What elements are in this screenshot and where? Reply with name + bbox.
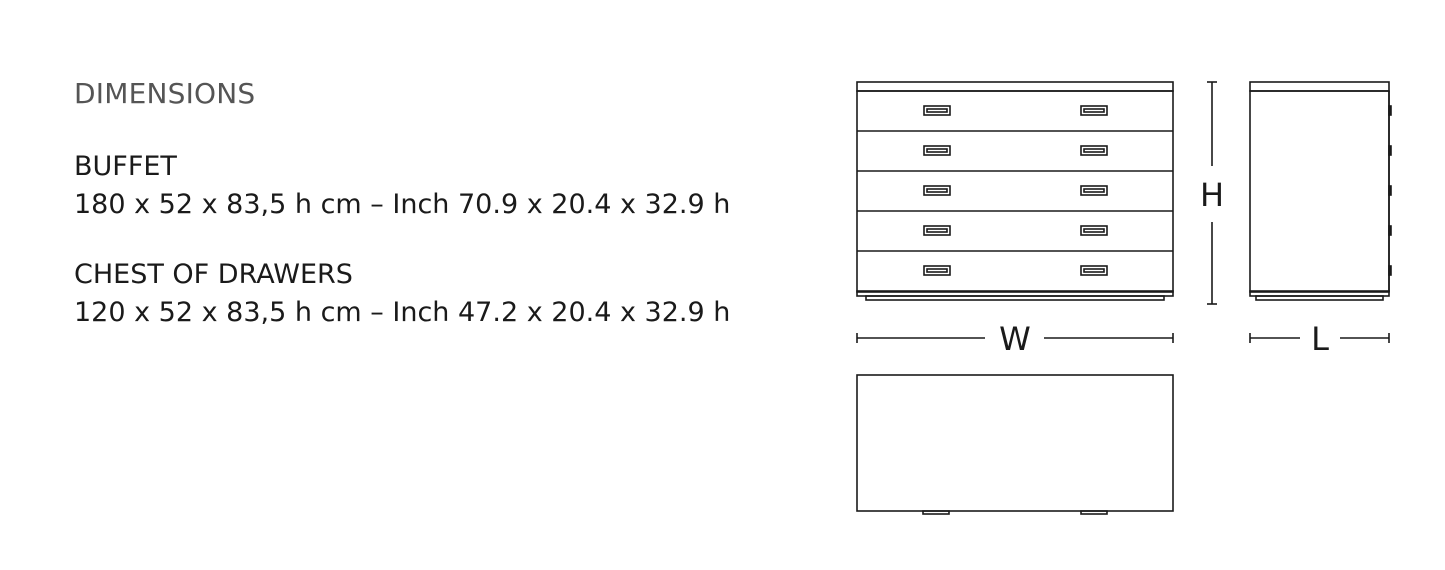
front-body (856, 90, 1174, 293)
front-top-panel (856, 81, 1174, 92)
length-label: L (1311, 320, 1329, 358)
drawer-handle-inset (1083, 268, 1105, 273)
top-handle-right (1080, 510, 1108, 515)
width-dimension: W (856, 320, 1174, 358)
front-drawers (857, 105, 1173, 276)
spec-buffet: BUFFET 180 x 52 x 83,5 h cm – Inch 70.9 … (74, 148, 834, 224)
drawer-handle-inset (1083, 108, 1105, 113)
spec-chest: CHEST OF DRAWERS 120 x 52 x 83,5 h cm – … (74, 256, 834, 332)
side-view (1249, 81, 1392, 301)
drawer-handle-inset (1083, 148, 1105, 153)
top-outline (856, 374, 1174, 512)
side-handle-tab (1388, 105, 1392, 116)
drawer-handle-right (1080, 185, 1108, 196)
width-label: W (999, 320, 1031, 358)
drawer-handle-left (923, 225, 951, 236)
height-dimension: H (1200, 81, 1224, 305)
side-base (1255, 295, 1384, 301)
side-top-panel (1249, 81, 1390, 92)
side-handles (1388, 105, 1392, 276)
height-label: H (1200, 176, 1224, 214)
drawer-handle-left (923, 105, 951, 116)
drawer-handle-inset (926, 148, 948, 153)
spec-buffet-dims: 180 x 52 x 83,5 h cm – Inch 70.9 x 20.4 … (74, 189, 731, 220)
side-handle-tab (1388, 145, 1392, 156)
drawer-handle-right (1080, 265, 1108, 276)
drawer-handle-left (923, 145, 951, 156)
drawer-handle-right (1080, 145, 1108, 156)
drawer-handle-inset (926, 188, 948, 193)
spec-chest-dims: 120 x 52 x 83,5 h cm – Inch 47.2 x 20.4 … (74, 297, 731, 328)
side-body (1249, 90, 1390, 293)
length-dimension: L (1249, 320, 1390, 358)
drawer-handle-inset (1083, 188, 1105, 193)
front-view (856, 81, 1174, 301)
drawer-handle-right (1080, 105, 1108, 116)
section-title: DIMENSIONS (74, 77, 256, 110)
top-handle-left (922, 510, 950, 515)
spec-chest-name: CHEST OF DRAWERS (74, 259, 353, 290)
side-handle-tab (1388, 265, 1392, 276)
drawer-handle-inset (1083, 228, 1105, 233)
top-view (856, 374, 1174, 515)
side-handle-tab (1388, 225, 1392, 236)
drawer-handle-inset (926, 228, 948, 233)
drawer-handle-left (923, 185, 951, 196)
drawer-handle-inset (926, 268, 948, 273)
front-base (865, 295, 1165, 301)
spec-buffet-name: BUFFET (74, 151, 177, 182)
drawer-handle-inset (926, 108, 948, 113)
drawer-handle-right (1080, 225, 1108, 236)
side-handle-tab (1388, 185, 1392, 196)
dimensions-text: DIMENSIONS BUFFET 180 x 52 x 83,5 h cm –… (74, 72, 834, 332)
drawer-handle-left (923, 265, 951, 276)
